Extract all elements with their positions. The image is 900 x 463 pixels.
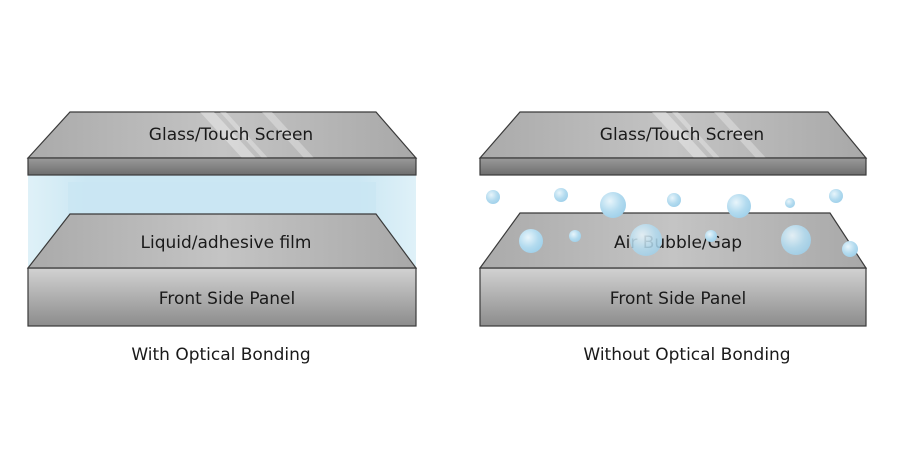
panel-with-optical-bonding: Glass/Touch Screen Liquid/adhesive film … [26, 111, 418, 365]
glass-glare-streak [714, 112, 766, 158]
air-bubble-icon [630, 224, 662, 256]
glass-touch-screen-edge [479, 157, 867, 176]
air-bubble-icon [705, 230, 717, 242]
glass-glare-streak [262, 112, 314, 158]
film-layer-top-face [26, 213, 418, 269]
glass-touch-screen-edge [27, 157, 417, 176]
glass-glare-streak [200, 112, 256, 158]
air-bubble-icon [829, 189, 843, 203]
film-layer-label: Liquid/adhesive film [141, 233, 312, 253]
front-side-panel-layer [27, 267, 417, 327]
air-bubble-icon [667, 193, 681, 207]
air-bubble-icon [554, 188, 568, 202]
adhesive-film-core [68, 182, 376, 214]
air-bubble-icon [486, 190, 500, 204]
glass-touch-screen-label: Glass/Touch Screen [149, 125, 313, 145]
glass-touch-screen-label: Glass/Touch Screen [600, 125, 764, 145]
caption-without-optical-bonding: Without Optical Bonding [583, 345, 790, 365]
panel-without-optical-bonding: Glass/Touch Screen Air Bubble/Gap Front … [478, 111, 868, 365]
air-bubbles [486, 188, 858, 257]
caption-with-optical-bonding: With Optical Bonding [131, 345, 310, 365]
front-side-panel-layer [479, 267, 867, 327]
air-bubble-icon [785, 198, 795, 208]
air-bubble-icon [519, 229, 543, 253]
glass-glare-streak [672, 112, 720, 158]
air-bubble-icon [600, 192, 626, 218]
gap-layer-top-face [478, 212, 868, 269]
front-side-panel-label: Front Side Panel [159, 289, 295, 309]
air-bubble-icon [781, 225, 811, 255]
air-bubble-icon [842, 241, 858, 257]
front-side-panel-label: Front Side Panel [610, 289, 746, 309]
air-bubble-icon [569, 230, 581, 242]
glass-glare-streak [220, 112, 268, 158]
glass-glare-streak [652, 112, 708, 158]
air-bubble-icon [727, 194, 751, 218]
